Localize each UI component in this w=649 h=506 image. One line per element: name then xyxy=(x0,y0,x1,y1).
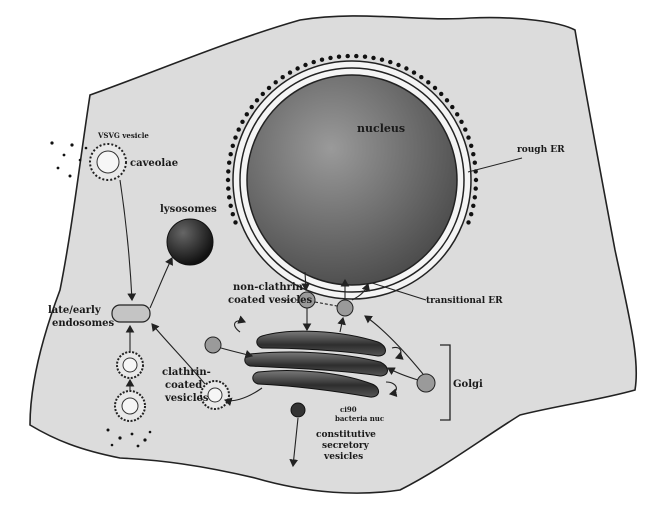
ribosome xyxy=(226,178,230,182)
ribosome xyxy=(233,135,237,139)
endosomes-label-2: endosomes xyxy=(52,318,115,329)
non-clathrin-label-1: non-clathrin xyxy=(233,282,304,293)
ribosome xyxy=(473,195,477,199)
ribosome xyxy=(371,56,375,60)
ribosome xyxy=(267,86,271,90)
ribosome xyxy=(474,178,478,182)
rough-er-label: rough ER xyxy=(517,145,565,155)
caveolae-vesicle-core xyxy=(97,151,119,173)
lysosomes-label: lysosomes xyxy=(160,204,217,215)
copi-vesicle-right xyxy=(417,374,435,392)
ribosome xyxy=(295,66,299,70)
endosome xyxy=(112,305,150,322)
ribosome xyxy=(450,105,454,109)
ribosome xyxy=(229,204,233,208)
granule-label-2: bacteria nuc xyxy=(335,414,384,423)
ribosome xyxy=(303,63,307,67)
ribosome xyxy=(231,144,235,148)
clathrin-label-3: vesicles xyxy=(164,393,209,404)
ribosome xyxy=(328,56,332,60)
ribosome xyxy=(274,80,278,84)
ribosome xyxy=(288,70,292,74)
ribosome xyxy=(312,60,316,64)
constitutive-label-1: constitutive xyxy=(316,430,376,440)
ribosome xyxy=(261,92,265,96)
vsvg-vesicle-label: VSVG vesicle xyxy=(97,131,149,140)
ribosome xyxy=(466,220,470,224)
ribosome xyxy=(388,60,392,64)
clathrin-label-1: clathrin- xyxy=(162,367,211,378)
ribosome xyxy=(250,105,254,109)
lysosome xyxy=(167,219,213,265)
ribosome xyxy=(354,54,358,58)
ribosome xyxy=(233,220,237,224)
ribosome xyxy=(473,161,477,165)
ribosome xyxy=(474,186,478,190)
constitutive-label-2: secretory xyxy=(322,441,370,451)
ribosome xyxy=(231,212,235,216)
ribosome xyxy=(281,75,285,79)
ribosome xyxy=(459,120,463,124)
clathrin-vesicle-1-core xyxy=(123,358,137,372)
ribosome xyxy=(469,212,473,216)
ribosome xyxy=(455,112,459,116)
ribosome xyxy=(469,144,473,148)
copi-vesicle-left xyxy=(205,337,221,353)
clathrin-vesicle-2-core xyxy=(122,398,138,414)
caveolae-label: caveolae xyxy=(130,158,178,169)
ribosome xyxy=(426,80,430,84)
ribosome xyxy=(439,92,443,96)
ribosome xyxy=(445,98,449,102)
ribosome xyxy=(227,161,231,165)
nucleus xyxy=(247,75,457,285)
ribosome xyxy=(396,63,400,67)
ribosome xyxy=(226,186,230,190)
ribosome xyxy=(466,135,470,139)
ribosome xyxy=(471,204,475,208)
golgi-label: Golgi xyxy=(453,379,483,390)
transitional-er-label: transitional ER xyxy=(426,296,503,306)
ribosome xyxy=(229,152,233,156)
ribosome xyxy=(240,120,244,124)
non-clathrin-label-2: coated vesicles xyxy=(228,295,313,306)
secretory-granule xyxy=(291,403,305,417)
ribosome xyxy=(419,75,423,79)
ribosome xyxy=(471,152,475,156)
ribosome xyxy=(337,55,341,59)
constitutive-label-3: vesicles xyxy=(323,452,363,462)
nucleus-label: nucleus xyxy=(357,122,405,135)
ribosome xyxy=(245,112,249,116)
ribosome xyxy=(380,58,384,62)
copii-vesicle-2 xyxy=(337,300,353,316)
ribosome xyxy=(226,169,230,173)
ribosome xyxy=(463,127,467,131)
clathrin-vesicle-3-core xyxy=(208,388,222,402)
ribosome xyxy=(412,70,416,74)
ribosome xyxy=(320,58,324,62)
ribosome xyxy=(433,86,437,90)
ribosome xyxy=(237,127,241,131)
endosomes-label-1: late/early xyxy=(48,305,102,316)
ribosome xyxy=(255,98,259,102)
ribosome xyxy=(404,66,408,70)
clathrin-label-2: coated xyxy=(165,380,202,391)
ribosome xyxy=(227,195,231,199)
ribosome xyxy=(363,55,367,59)
granule-label-1: ci90 xyxy=(340,405,357,414)
ribosome xyxy=(346,54,350,58)
